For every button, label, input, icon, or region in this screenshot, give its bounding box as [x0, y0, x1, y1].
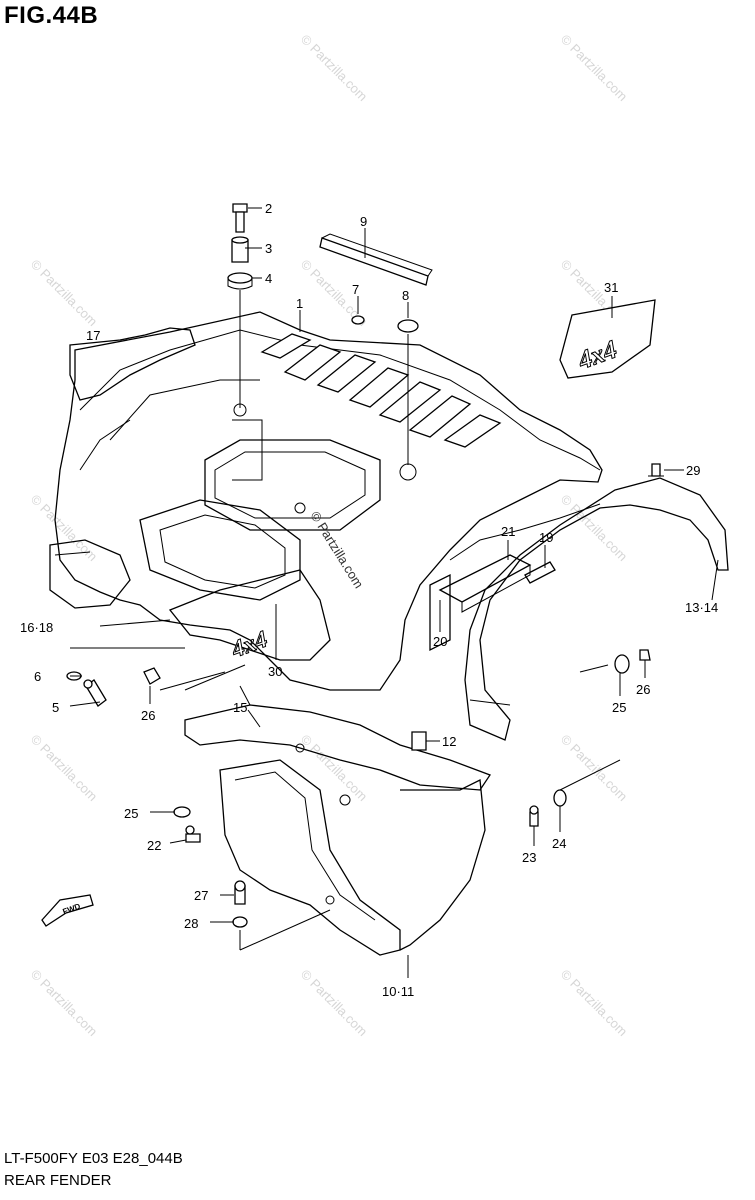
label-part-16-18: 16·18 [20, 620, 53, 635]
fwd-arrow: FWD [41, 894, 94, 927]
label-part-19: 19 [539, 530, 553, 545]
label-part-9: 9 [360, 214, 367, 229]
part-9-strip [319, 233, 433, 286]
figure-name: REAR FENDER [4, 1172, 112, 1189]
part-26-nut-left [143, 667, 161, 685]
watermark: © Partzilla.com [298, 967, 371, 1040]
label-part-1: 1 [296, 296, 303, 311]
watermark: © Partzilla.com [558, 32, 631, 105]
watermark: © Partzilla.com [298, 732, 371, 805]
label-part-30: 30 [268, 664, 282, 679]
label-part-28: 28 [184, 916, 198, 931]
part-21-bracket [438, 554, 532, 613]
part-19-bracket [524, 561, 556, 584]
part-10-11-mud-guard [219, 743, 486, 956]
part-24-washer [553, 789, 567, 807]
part-28-nut [232, 916, 248, 928]
part-31-decal: 4x4 [559, 299, 656, 379]
label-part-20: 20 [433, 634, 447, 649]
part-7-nut [351, 315, 365, 325]
watermark: © Partzilla.com [28, 257, 101, 330]
fastener-stack-2-3-4 [227, 203, 253, 417]
part-25-washer-left [173, 806, 191, 818]
label-part-21: 21 [501, 524, 515, 539]
watermark: © Partzilla.com [558, 492, 631, 565]
label-part-3: 3 [265, 241, 272, 256]
part-25-washer-right [614, 654, 630, 674]
part-29-clip [648, 463, 664, 477]
label-part-26-right: 26 [636, 682, 650, 697]
label-part-31: 31 [604, 280, 618, 295]
part-27-bolt [234, 880, 246, 905]
watermark: © Partzilla.com [298, 32, 371, 105]
label-part-29: 29 [686, 463, 700, 478]
label-part-10-11: 10·11 [382, 984, 414, 999]
label-part-12: 12 [442, 734, 456, 749]
leader-lines [69, 207, 719, 978]
label-part-6: 6 [34, 669, 41, 684]
label-part-4: 4 [265, 271, 272, 286]
label-part-25-right: 25 [612, 700, 626, 715]
part-26-nut-right [639, 649, 651, 661]
label-part-13-14: 13·14 [685, 600, 718, 615]
label-part-26-left: 26 [141, 708, 155, 723]
center-watermark: © Partzilla.com [307, 509, 366, 591]
part-17-side-cover [69, 327, 196, 401]
part-22-bolt [185, 825, 201, 843]
watermark: © Partzilla.com [28, 492, 101, 565]
rear-fender-part-1: 4x4 [49, 311, 603, 691]
label-part-15: 15 [233, 700, 247, 715]
part-8-grommet [397, 319, 419, 465]
label-part-2: 2 [265, 201, 272, 216]
label-part-8: 8 [402, 288, 409, 303]
part-labels: 1 2 3 4 5 6 7 8 9 10·11 12 13·14 15 16·1… [20, 201, 718, 999]
part-12-clip [411, 731, 427, 751]
part-20-panel [429, 573, 451, 652]
watermark: © Partzilla.com [558, 732, 631, 805]
figure-code: LT-F500FY E03 E28_044B [4, 1150, 183, 1167]
watermark: © Partzilla.com [558, 967, 631, 1040]
label-part-25-left: 25 [124, 806, 138, 821]
figure-title: FIG.44B [4, 2, 99, 29]
label-part-7: 7 [352, 282, 359, 297]
watermark: © Partzilla.com [28, 732, 101, 805]
label-part-24: 24 [552, 836, 566, 851]
label-part-17: 17 [86, 328, 100, 343]
watermark: © Partzilla.com [28, 967, 101, 1040]
label-part-27: 27 [194, 888, 208, 903]
label-part-23: 23 [522, 850, 536, 865]
part-15-lower-panel [184, 704, 491, 791]
part-5-bolt [83, 679, 107, 707]
part-23-bolt [529, 805, 539, 827]
label-part-5: 5 [52, 700, 59, 715]
label-part-22: 22 [147, 838, 161, 853]
